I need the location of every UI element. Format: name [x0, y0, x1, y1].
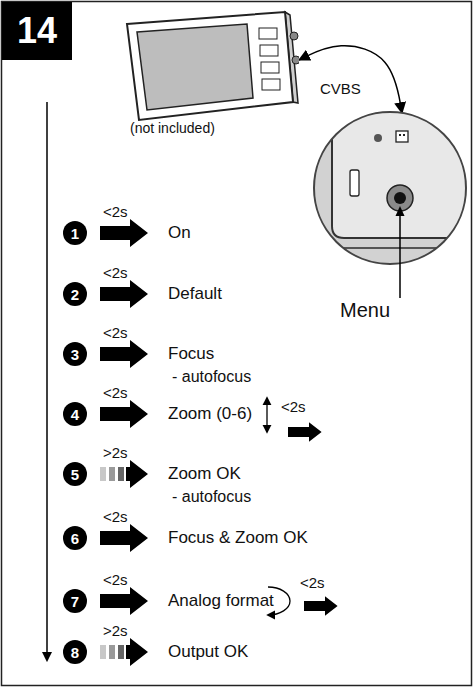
short-press-arrow: [100, 400, 148, 428]
callout-number: 2: [63, 282, 87, 306]
step-result: Output OK: [168, 642, 248, 662]
callout-circle: [63, 342, 87, 366]
monitor-screen: [137, 24, 253, 110]
step-note: - autofocus: [172, 487, 251, 506]
step-result: Analog format: [168, 591, 274, 611]
zoom-range-arrow: [266, 398, 267, 432]
signal-cable: [299, 46, 402, 113]
press-head: [126, 460, 148, 488]
press-arrows: [100, 219, 338, 616]
press-bar: [100, 645, 106, 659]
short-press-arrow: [100, 524, 148, 552]
sequence-line: [46, 102, 48, 660]
step-result: Zoom OK: [168, 464, 241, 484]
callout-circles: [63, 221, 87, 664]
short-press-arrow: [288, 422, 322, 442]
callout-number: 1: [63, 221, 87, 245]
callout-circle: [63, 282, 87, 306]
connector-pin: [403, 134, 405, 136]
callout-circle: [63, 640, 87, 664]
press-head: [126, 638, 148, 666]
step-note: - autofocus: [172, 367, 251, 386]
press-bar: [118, 467, 124, 481]
step-result: On: [168, 223, 191, 243]
press-bar: [109, 467, 115, 481]
monitor-button: [260, 45, 278, 56]
status-led: [350, 170, 359, 196]
short-press-arrow: [100, 280, 148, 308]
camera-detail-art: [312, 108, 470, 326]
detail-outline: [314, 112, 466, 264]
short-press-arrow: [100, 340, 148, 368]
menu-button: [394, 192, 406, 204]
callout-circle: [63, 589, 87, 613]
leader-arrowhead: [396, 206, 405, 216]
callout-number: 3: [63, 342, 87, 366]
monitor-button: [262, 79, 280, 90]
press-duration: <2s: [103, 203, 128, 221]
callout-number: 8: [63, 640, 87, 664]
connector-pin: [399, 134, 401, 136]
press-bar: [109, 645, 115, 659]
press-duration: >2s: [103, 622, 128, 640]
node-label: Menu: [340, 298, 390, 322]
callout-number: 7: [63, 589, 87, 613]
press-duration: <2s: [103, 508, 128, 526]
callout-circle: [63, 221, 87, 245]
press-duration: <2s: [103, 264, 128, 282]
press-duration: <2s: [281, 398, 306, 416]
housing-edge: [312, 247, 470, 249]
monitor-button: [259, 28, 277, 39]
callout-number: 6: [63, 526, 87, 550]
press-duration: <2s: [300, 574, 325, 592]
callout-circle: [63, 526, 87, 550]
video-output-connector: [396, 131, 408, 142]
step-result: Focus: [168, 344, 214, 364]
long-press-arrow: [100, 638, 148, 666]
indicator-dot: [374, 134, 382, 142]
camera-detail-node: Menu: [312, 108, 470, 326]
callout-number: 4: [63, 402, 87, 426]
press-duration: <2s: [103, 324, 128, 342]
long-press-arrow: [100, 460, 148, 488]
monitor-body: [127, 12, 293, 120]
press-duration: <2s: [103, 571, 128, 589]
press-duration: >2s: [103, 444, 128, 462]
press-duration: <2s: [103, 384, 128, 402]
short-press-arrow: [100, 587, 148, 615]
short-press-arrow: [304, 596, 338, 616]
camera-housing: [332, 108, 470, 238]
step-result: Zoom (0-6): [168, 404, 252, 424]
node-label: (not included): [130, 120, 215, 137]
callout-circle: [63, 402, 87, 426]
monitor-node: (not included): [113, 6, 299, 144]
figure-number: 14: [2, 2, 72, 60]
short-press-arrow: [100, 219, 148, 247]
video-input-jack: [292, 56, 299, 64]
callout-number: 5: [63, 462, 87, 486]
signal-label: CVBS: [318, 80, 363, 98]
monitor-knob: [290, 32, 298, 40]
step-result: Default: [168, 284, 222, 304]
press-bar: [118, 645, 124, 659]
step-result: Focus & Zoom OK: [168, 528, 308, 548]
press-bar: [100, 467, 106, 481]
monitor-button: [261, 62, 279, 73]
leader-line: [399, 214, 401, 298]
callout-circle: [63, 462, 87, 486]
